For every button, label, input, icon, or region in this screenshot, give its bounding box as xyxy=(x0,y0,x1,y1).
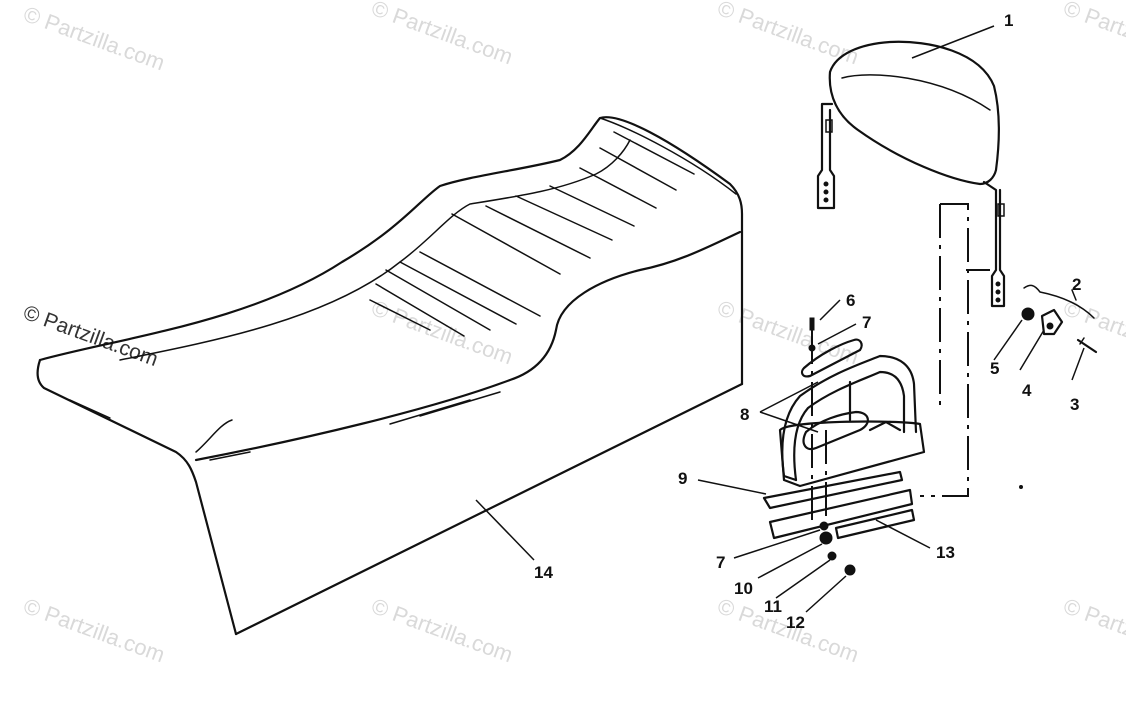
callout-14: 14 xyxy=(534,563,553,582)
callout-6: 6 xyxy=(846,291,855,310)
fasteners-7-10-11-12 xyxy=(819,485,1023,576)
watermark: © Partzilla.com xyxy=(20,1,168,75)
callout-7-bottom: 7 xyxy=(716,553,725,572)
leader-lines xyxy=(475,25,1085,613)
seat-part-14 xyxy=(36,116,744,636)
watermark: © Partzilla.com xyxy=(368,295,516,369)
callout-1: 1 xyxy=(1004,11,1013,30)
watermark-layer: © Partzilla.com © Partzilla.com © Partzi… xyxy=(20,0,1126,667)
hardware-group-part-2 xyxy=(1021,284,1098,354)
callout-13: 13 xyxy=(936,543,955,562)
plates-parts-9-13 xyxy=(762,470,916,540)
callout-labels: 1 2 3 4 5 6 7 7 8 9 10 11 12 13 14 xyxy=(534,11,1081,632)
callout-9: 9 xyxy=(678,469,687,488)
rack-handle-part-8 xyxy=(778,317,926,488)
callout-8: 8 xyxy=(740,405,749,424)
watermark: © Partzilla.com xyxy=(20,593,168,667)
watermark: © Partzilla.com xyxy=(368,593,516,667)
watermark: © Partzilla.com xyxy=(368,0,516,69)
watermark: © Partzilla.com xyxy=(1060,0,1126,69)
watermark: © Partzilla.com xyxy=(1060,295,1126,369)
callout-5: 5 xyxy=(990,359,999,378)
callout-2: 2 xyxy=(1072,275,1081,294)
callout-3: 3 xyxy=(1070,395,1079,414)
callout-7-top: 7 xyxy=(862,313,871,332)
callout-4: 4 xyxy=(1022,381,1032,400)
callout-12: 12 xyxy=(786,613,805,632)
callout-11: 11 xyxy=(764,597,782,616)
watermark: © Partzilla.com xyxy=(1060,593,1126,667)
callout-10: 10 xyxy=(734,579,753,598)
backrest-part-1 xyxy=(816,40,1006,308)
alignment-lines xyxy=(811,203,990,536)
